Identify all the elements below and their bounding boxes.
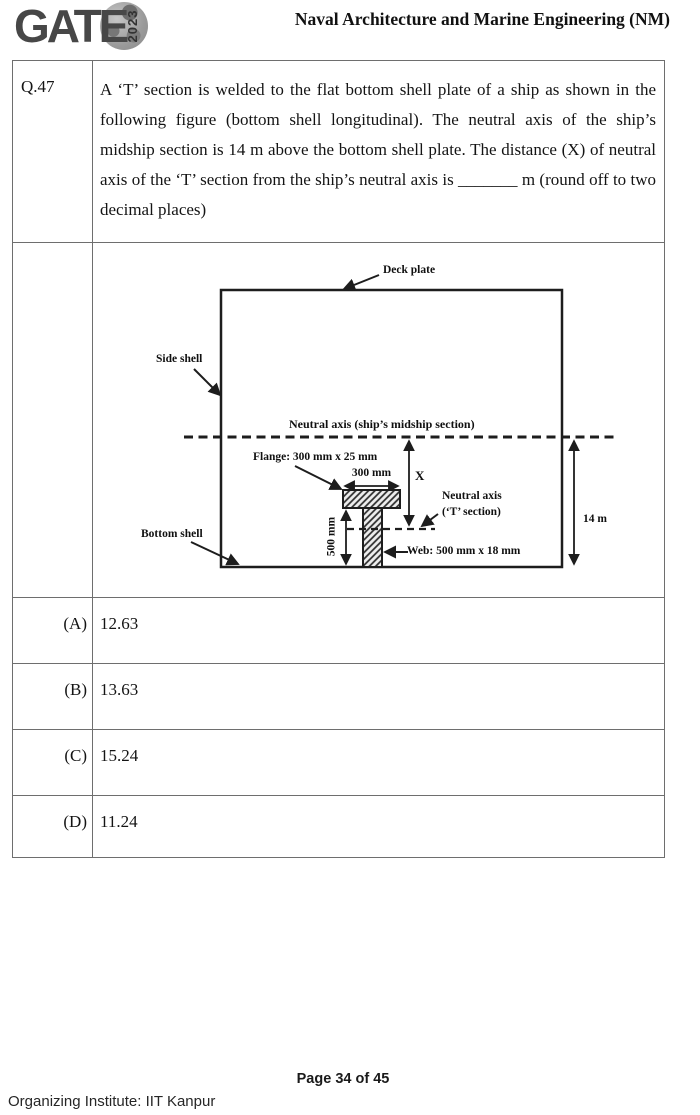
option-c-value-cell: 15.24 [93, 730, 664, 795]
option-d-label: (D) [63, 812, 87, 831]
option-d-value: 11.24 [100, 812, 138, 831]
question-table: Q.47 A ‘T’ section is welded to the flat… [12, 60, 665, 858]
gate-logo: GATE 2023 [14, 0, 164, 56]
neutral-axis-t-label-line1: Neutral axis [442, 490, 502, 502]
option-a-label-cell: (A) [13, 598, 93, 663]
option-c-label: (C) [64, 746, 87, 765]
gate-logo-year: 2023 [125, 9, 140, 43]
option-c-label-cell: (C) [13, 730, 93, 795]
globe-icon [100, 2, 148, 50]
option-a-value-cell: 12.63 [93, 598, 664, 663]
neutral-axis-ship-label: Neutral axis (ship’s midship section) [289, 417, 475, 431]
figure-cell: Deck plate Side shell Neutral axis (ship… [93, 243, 664, 597]
midship-section-figure: Deck plate Side shell Neutral axis (ship… [93, 243, 664, 597]
option-b-value: 13.63 [100, 680, 139, 699]
page-word: Page [296, 1071, 332, 1087]
page-total: 45 [373, 1071, 390, 1087]
height-14m-label: 14 m [583, 513, 607, 525]
option-c-value: 15.24 [100, 746, 139, 765]
x-dimension-label: X [415, 468, 425, 483]
flange-width-label: 300 mm [351, 467, 392, 479]
figure-empty-cell [13, 243, 93, 597]
option-d-value-cell: 11.24 [93, 796, 664, 857]
question-number-cell: Q.47 [13, 61, 93, 242]
option-row-a: (A) 12.63 [13, 597, 664, 663]
paper-title: Naval Architecture and Marine Engineerin… [294, 9, 670, 29]
question-text-cell: A ‘T’ section is welded to the flat bott… [93, 61, 664, 242]
page-of-word: of [355, 1071, 370, 1087]
page-indicator: Page 34 of 45 [0, 1071, 686, 1087]
option-b-label-cell: (B) [13, 664, 93, 729]
option-row-b: (B) 13.63 [13, 663, 664, 729]
web-label: Web: 500 mm x 18 mm [407, 545, 521, 557]
option-row-d: (D) 11.24 [13, 795, 664, 857]
figure-row: Deck plate Side shell Neutral axis (ship… [13, 242, 664, 597]
bottom-shell-label: Bottom shell [141, 528, 203, 540]
figure-linework [184, 274, 616, 569]
option-a-label: (A) [63, 614, 87, 633]
question-text: A ‘T’ section is welded to the flat bott… [100, 80, 656, 219]
organizing-institute: Organizing Institute: IIT Kanpur [8, 1093, 216, 1110]
option-b-label: (B) [64, 680, 87, 699]
page-current: 34 [335, 1071, 352, 1087]
neutral-axis-t-label-line2: (‘T’ section) [442, 506, 501, 518]
web-height-label: 500 mm [325, 516, 338, 557]
question-number: Q.47 [21, 77, 55, 96]
question-row: Q.47 A ‘T’ section is welded to the flat… [13, 61, 664, 242]
flange-label: Flange: 300 mm x 25 mm [253, 451, 378, 463]
option-d-label-cell: (D) [13, 796, 93, 857]
option-a-value: 12.63 [100, 614, 139, 633]
option-b-value-cell: 13.63 [93, 664, 664, 729]
option-row-c: (C) 15.24 [13, 729, 664, 795]
deck-plate-label: Deck plate [383, 264, 436, 276]
side-shell-label: Side shell [156, 353, 203, 365]
gate-logo-text: GATE [14, 0, 129, 52]
